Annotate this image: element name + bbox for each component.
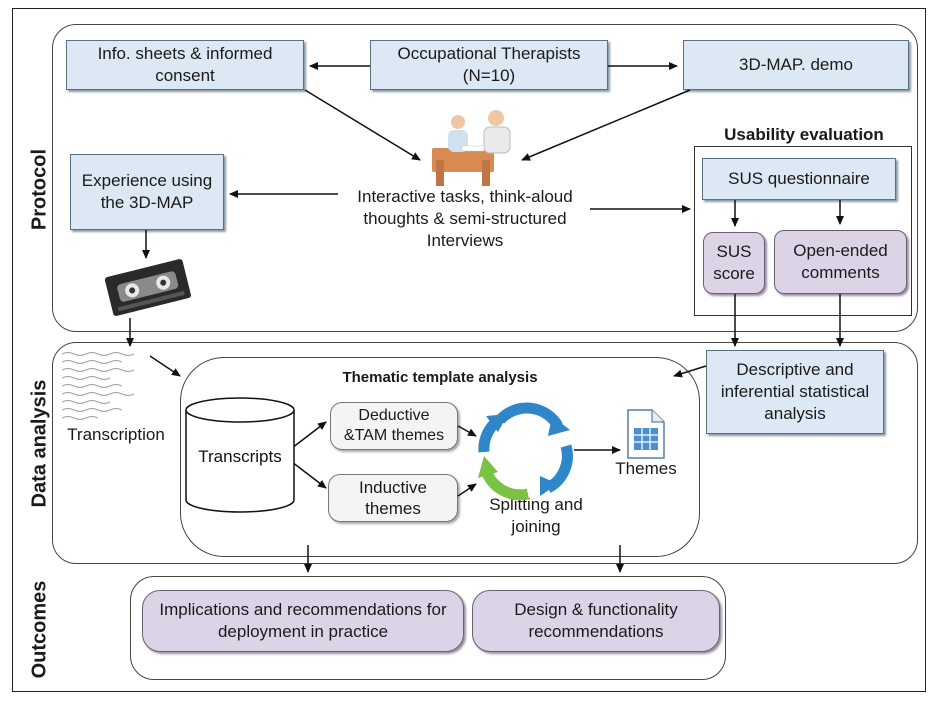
inductive-themes-box: Inductive themes xyxy=(328,474,458,522)
arrow-descriptive-to-thematic xyxy=(673,365,707,378)
cassette-tape-icon xyxy=(104,259,191,316)
arrow-transcripts-to-deductive xyxy=(291,421,327,449)
themes-label: Themes xyxy=(615,459,677,478)
usability-evaluation-title: Usability evaluation xyxy=(724,125,884,144)
deductive-themes-box: Deductive &TAM themes xyxy=(330,402,458,450)
outcomes-panel xyxy=(130,576,726,680)
thematic-analysis-title: Thematic template analysis xyxy=(342,369,538,386)
arrow-transcription-to-thematic xyxy=(149,355,181,377)
thematic-analysis-panel xyxy=(180,357,700,557)
sus-questionnaire-box: SUS questionnaire xyxy=(702,158,896,200)
figure-frame xyxy=(12,8,926,692)
arrow-inductive-to-cycle xyxy=(457,483,477,497)
arrow-deductive-to-cycle xyxy=(457,425,477,437)
connector-arrows xyxy=(126,62,844,573)
experience-box: Experience using the 3D-MAP xyxy=(70,154,224,230)
design-recommendations-box: Design & functionality recommendations xyxy=(472,590,720,652)
cycle-arrows-icon xyxy=(478,402,573,501)
meeting-illustration-icon xyxy=(432,110,511,186)
usability-evaluation-box xyxy=(694,146,912,316)
splitting-joining-label: Splitting and joining xyxy=(489,495,583,536)
occupational-therapists-box: Occupational Therapists (N=10) xyxy=(370,40,608,90)
transcripts-cylinder: Transcripts xyxy=(185,397,295,513)
handwriting-notes-icon xyxy=(61,352,135,420)
descriptive-analysis-box: Descriptive and inferential statistical … xyxy=(706,350,884,434)
arrow-transcripts-to-inductive xyxy=(291,461,327,489)
transcription-label: Transcription xyxy=(67,425,165,444)
sus-score-box: SUS score xyxy=(703,232,765,294)
open-ended-comments-box: Open-ended comments xyxy=(774,230,907,294)
arrow-demo-to-tasks xyxy=(521,89,691,161)
data-analysis-panel xyxy=(52,342,918,564)
implications-box: Implications and recommendations for dep… xyxy=(142,590,464,652)
info-sheets-box: Info. sheets & informed consent xyxy=(66,40,304,90)
demo-box: 3D-MAP. demo xyxy=(683,40,909,90)
arrow-info-to-tasks xyxy=(304,89,421,161)
protocol-panel xyxy=(52,24,918,332)
transcripts-label: Transcripts xyxy=(198,447,281,466)
interactive-tasks-label: Interactive tasks, think-aloud thoughts … xyxy=(357,187,573,250)
spreadsheet-document-icon xyxy=(627,409,665,459)
